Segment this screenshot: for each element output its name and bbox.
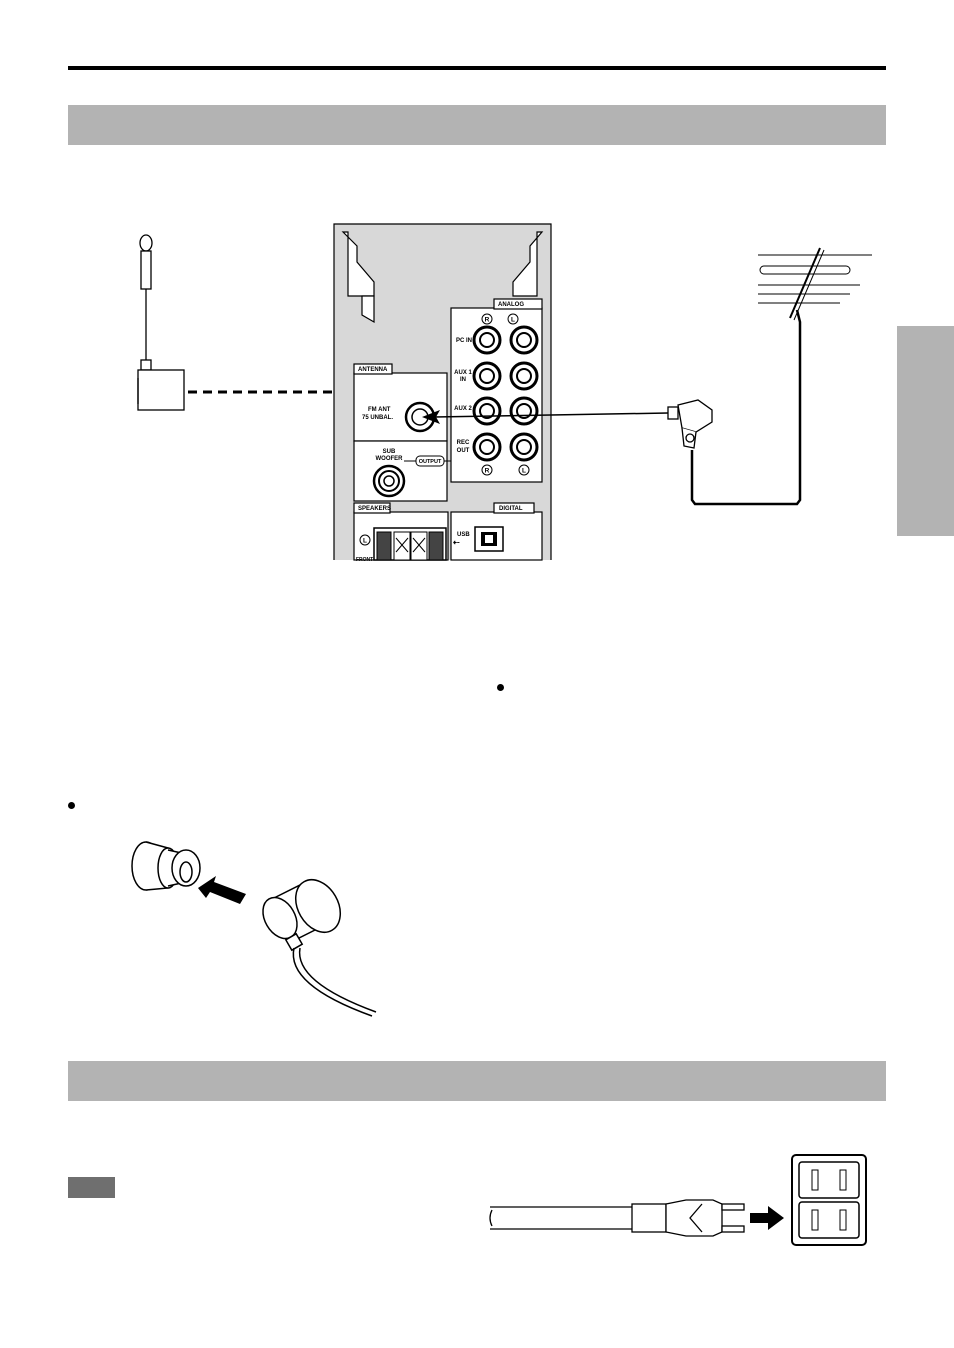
rec-out-label-line1: REC — [457, 440, 470, 446]
insertion-arrow — [198, 876, 246, 904]
output-label: OUTPUT — [419, 459, 442, 465]
fm-ant-spec-label: 75 UNBAL. — [362, 415, 393, 421]
l-channel-mark-speaker: L — [363, 538, 367, 545]
fm-plug-insertion-illustration — [131, 841, 377, 1017]
note-badge — [68, 1177, 115, 1198]
usb-icon: ⇠ — [453, 538, 460, 547]
r-channel-mark-bottom: R — [485, 468, 490, 475]
wall-outlet — [791, 1154, 867, 1246]
l-channel-mark-bottom: L — [522, 468, 526, 475]
sub-woofer-label-line2: WOOFER — [376, 456, 404, 462]
antenna-label: ANTENNA — [358, 367, 388, 373]
coax-plug — [667, 399, 713, 449]
bullet-right — [497, 684, 504, 691]
speakers-label: SPEAKERS — [358, 506, 391, 512]
top-rule — [68, 66, 886, 70]
analog-label: ANALOG — [498, 302, 524, 308]
digital-label: DIGITAL — [499, 506, 523, 512]
front-label: FRONT — [356, 557, 373, 563]
outdoor-antenna — [690, 247, 872, 506]
side-tab — [897, 326, 954, 536]
bullet-left — [68, 802, 75, 809]
usb-label: USB — [457, 532, 470, 538]
aux1-label-line1: AUX 1 — [454, 370, 472, 376]
section-header-power — [68, 1061, 886, 1101]
r-channel-mark-top: R — [485, 317, 490, 324]
rear-panel-illustration: R L R L L ANALOG PC IN AUX 1 IN AUX 2 RE… — [137, 223, 872, 563]
aux2-label: AUX 2 — [454, 406, 472, 412]
plug-in-arrow — [750, 1206, 784, 1230]
pc-in-label: PC IN — [456, 338, 472, 344]
connection-arrow — [433, 412, 669, 418]
rec-out-label-line2: OUT — [457, 448, 470, 454]
rca-jacks — [372, 325, 539, 498]
section-header-antenna — [68, 105, 886, 145]
fm-ant-label: FM ANT — [368, 407, 391, 413]
aux1-label-line2: IN — [460, 377, 466, 383]
speaker-terminals — [373, 527, 447, 561]
power-plug-illustration — [489, 1154, 867, 1246]
l-channel-mark-top: L — [511, 317, 515, 324]
fm-indoor-antenna — [137, 234, 185, 411]
sub-woofer-label-line1: SUB — [383, 449, 396, 455]
